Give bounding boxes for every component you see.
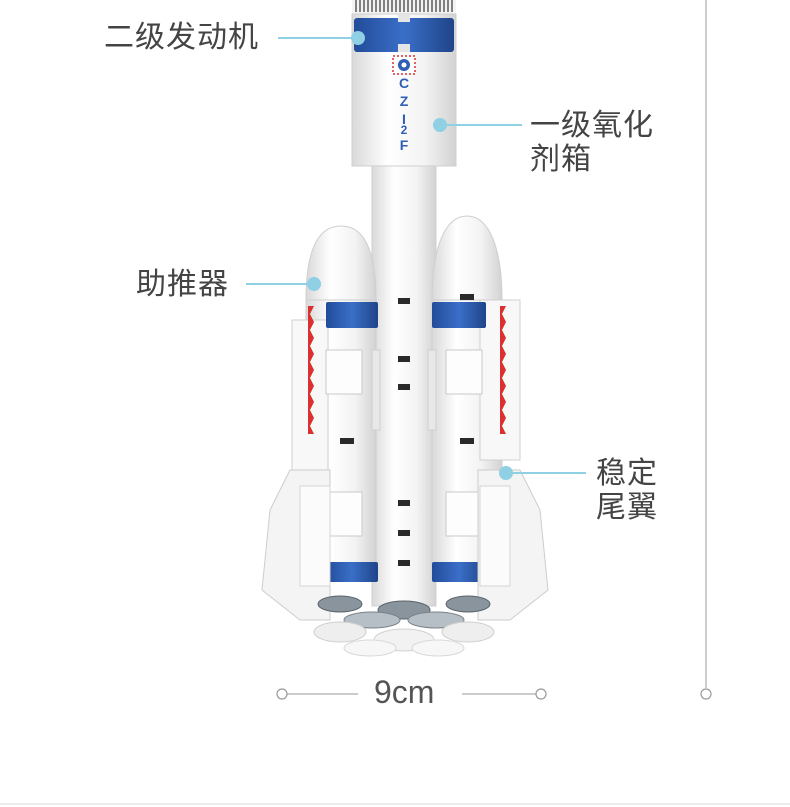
callout-first-stage-oxidizer-line1: 一级氧化 <box>530 108 654 143</box>
width-dimension-label: 9cm <box>374 674 435 710</box>
callout-fin-leader <box>499 466 586 480</box>
marking-letter: C <box>399 75 409 91</box>
width-dimension-line <box>276 688 547 700</box>
marking-letter: F <box>400 137 409 153</box>
marking-letter: Z <box>400 93 409 109</box>
height-dimension-end <box>700 688 712 700</box>
rocket-marking: C Z I 2 F <box>399 75 409 153</box>
top-grille <box>352 0 456 14</box>
callout-second-stage-engine: 二级发动机 <box>104 20 259 55</box>
callout-booster: 助推器 <box>136 267 229 302</box>
bottom-divider <box>0 803 790 805</box>
engine-nozzles <box>313 595 495 657</box>
marking-letter: I <box>402 111 406 127</box>
callout-oxidizer-leader <box>433 118 522 132</box>
second-stage-engine-band <box>354 18 454 52</box>
callout-fin-line1: 稳定 <box>596 456 658 491</box>
lower-skirt <box>261 469 549 621</box>
marking-letter: 2 <box>401 123 408 137</box>
flag-emblem <box>392 55 416 75</box>
callout-first-stage-oxidizer-line2: 剂箱 <box>530 142 592 177</box>
callout-second-stage-engine-leader <box>278 31 365 45</box>
callout-booster-leader <box>246 277 321 291</box>
callout-fin-line2: 尾翼 <box>596 490 658 525</box>
